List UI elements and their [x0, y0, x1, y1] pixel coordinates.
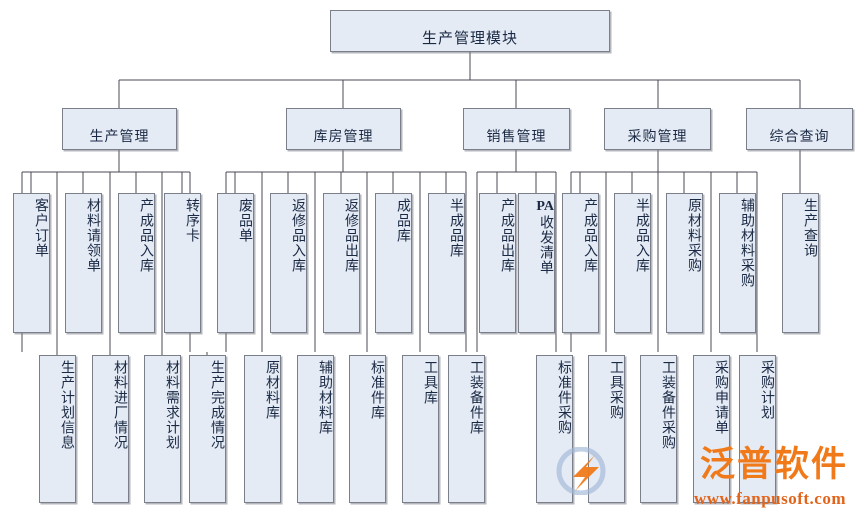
module-label: 采购管理 — [627, 130, 688, 145]
leaf-label: 产成品出库 — [499, 198, 514, 273]
leaf-node[interactable]: 转序卡 — [164, 193, 201, 333]
leaf-label: 辅助材料采购 — [739, 198, 754, 288]
leaf-label: 转序卡 — [184, 198, 199, 243]
leaf-label: 收发清单 — [538, 215, 553, 276]
watermark-brand: 泛普软件 — [699, 445, 848, 484]
leaf-node[interactable]: 返修品入库 — [270, 193, 307, 333]
leaf-label: 产成品入库 — [582, 198, 597, 273]
leaf-label: 工装备件采购 — [660, 360, 675, 450]
module-node-purchasing[interactable]: 采购管理 — [604, 108, 711, 150]
root-node[interactable]: 生产管理模块 — [330, 10, 610, 52]
leaf-node[interactable]: 辅助材料采购 — [719, 193, 756, 333]
module-node-sales[interactable]: 销售管理 — [463, 108, 570, 150]
leaf-node[interactable]: 采购申请单 — [693, 355, 730, 503]
leaf-node[interactable]: 生产计划信息 — [39, 355, 76, 503]
leaf-label: 客户订单 — [33, 198, 48, 258]
leaf-node[interactable]: 废品单 — [217, 193, 254, 333]
leaf-node[interactable]: 半成品入库 — [614, 193, 651, 333]
leaf-node[interactable]: 标准件采购 — [536, 355, 573, 503]
leaf-label: 原材料采购 — [686, 198, 701, 273]
leaf-label: 原材料库 — [264, 360, 279, 420]
leaf-label: 工装备件库 — [468, 360, 483, 435]
leaf-label: 废品单 — [237, 198, 252, 243]
watermark-logo-icon — [556, 447, 606, 495]
leaf-label: 返修品出库 — [343, 198, 358, 273]
leaf-node[interactable]: 工具库 — [402, 355, 439, 503]
leaf-label: 成品库 — [395, 198, 410, 243]
leaf-node[interactable]: 工装备件库 — [448, 355, 485, 503]
leaf-node[interactable]: 客户订单 — [13, 193, 50, 333]
leaf-node[interactable]: 材料进厂情况 — [92, 355, 129, 503]
leaf-node[interactable]: 成品库 — [375, 193, 412, 333]
leaf-label-latin: PA — [536, 199, 554, 214]
module-label: 综合查询 — [769, 130, 830, 145]
leaf-label: 半成品库 — [448, 198, 463, 258]
leaf-label: 工具库 — [422, 360, 437, 405]
leaf-node[interactable]: 标准件库 — [349, 355, 386, 503]
leaf-label: 产成品入库 — [138, 198, 153, 273]
leaf-node[interactable]: 半成品库 — [428, 193, 465, 333]
leaf-node[interactable]: 工装备件采购 — [640, 355, 677, 503]
leaf-node[interactable]: 产成品入库 — [118, 193, 155, 333]
module-node-production[interactable]: 生产管理 — [62, 108, 177, 150]
leaf-label: 生产完成情况 — [209, 360, 224, 450]
leaf-node[interactable]: 产成品出库 — [479, 193, 516, 333]
module-label: 库房管理 — [313, 130, 374, 145]
leaf-label: 生产计划信息 — [59, 360, 74, 450]
watermark-url: www.fanpusoft.com — [693, 489, 846, 508]
leaf-node[interactable]: 原材料采购 — [666, 193, 703, 333]
leaf-label: 材料需求计划 — [164, 360, 179, 450]
leaf-node[interactable]: 产成品入库 — [562, 193, 599, 333]
leaf-node[interactable]: 生产完成情况 — [189, 355, 226, 503]
leaf-node[interactable]: 原材料库 — [244, 355, 281, 503]
leaf-label: 半成品入库 — [634, 198, 649, 273]
leaf-node[interactable]: 材料需求计划 — [144, 355, 181, 503]
leaf-label: 材料进厂情况 — [112, 360, 127, 450]
leaf-label: 标准件采购 — [556, 360, 571, 435]
leaf-label: 生产查询 — [802, 198, 817, 258]
module-node-warehouse[interactable]: 库房管理 — [286, 108, 401, 150]
leaf-node[interactable]: 辅助材料库 — [297, 355, 334, 503]
leaf-label: 辅助材料库 — [317, 360, 332, 435]
leaf-label: 采购计划 — [759, 360, 774, 420]
leaf-node[interactable]: 采购计划 — [739, 355, 776, 503]
module-label: 生产管理 — [89, 130, 150, 145]
leaf-label: 工具采购 — [608, 360, 623, 420]
leaf-label: 标准件库 — [369, 360, 384, 420]
module-label: 销售管理 — [486, 130, 547, 145]
leaf-node[interactable]: 材料请领单 — [65, 193, 102, 333]
leaf-label: 材料请领单 — [85, 198, 100, 273]
leaf-node[interactable]: 生产查询 — [782, 193, 819, 333]
module-node-general-query[interactable]: 综合查询 — [746, 108, 853, 150]
leaf-label: 返修品入库 — [290, 198, 305, 273]
root-node-label: 生产管理模块 — [421, 31, 518, 47]
leaf-node[interactable]: 工具采购 — [588, 355, 625, 503]
leaf-label: 采购申请单 — [713, 360, 728, 435]
leaf-node[interactable]: 返修品出库 — [323, 193, 360, 333]
